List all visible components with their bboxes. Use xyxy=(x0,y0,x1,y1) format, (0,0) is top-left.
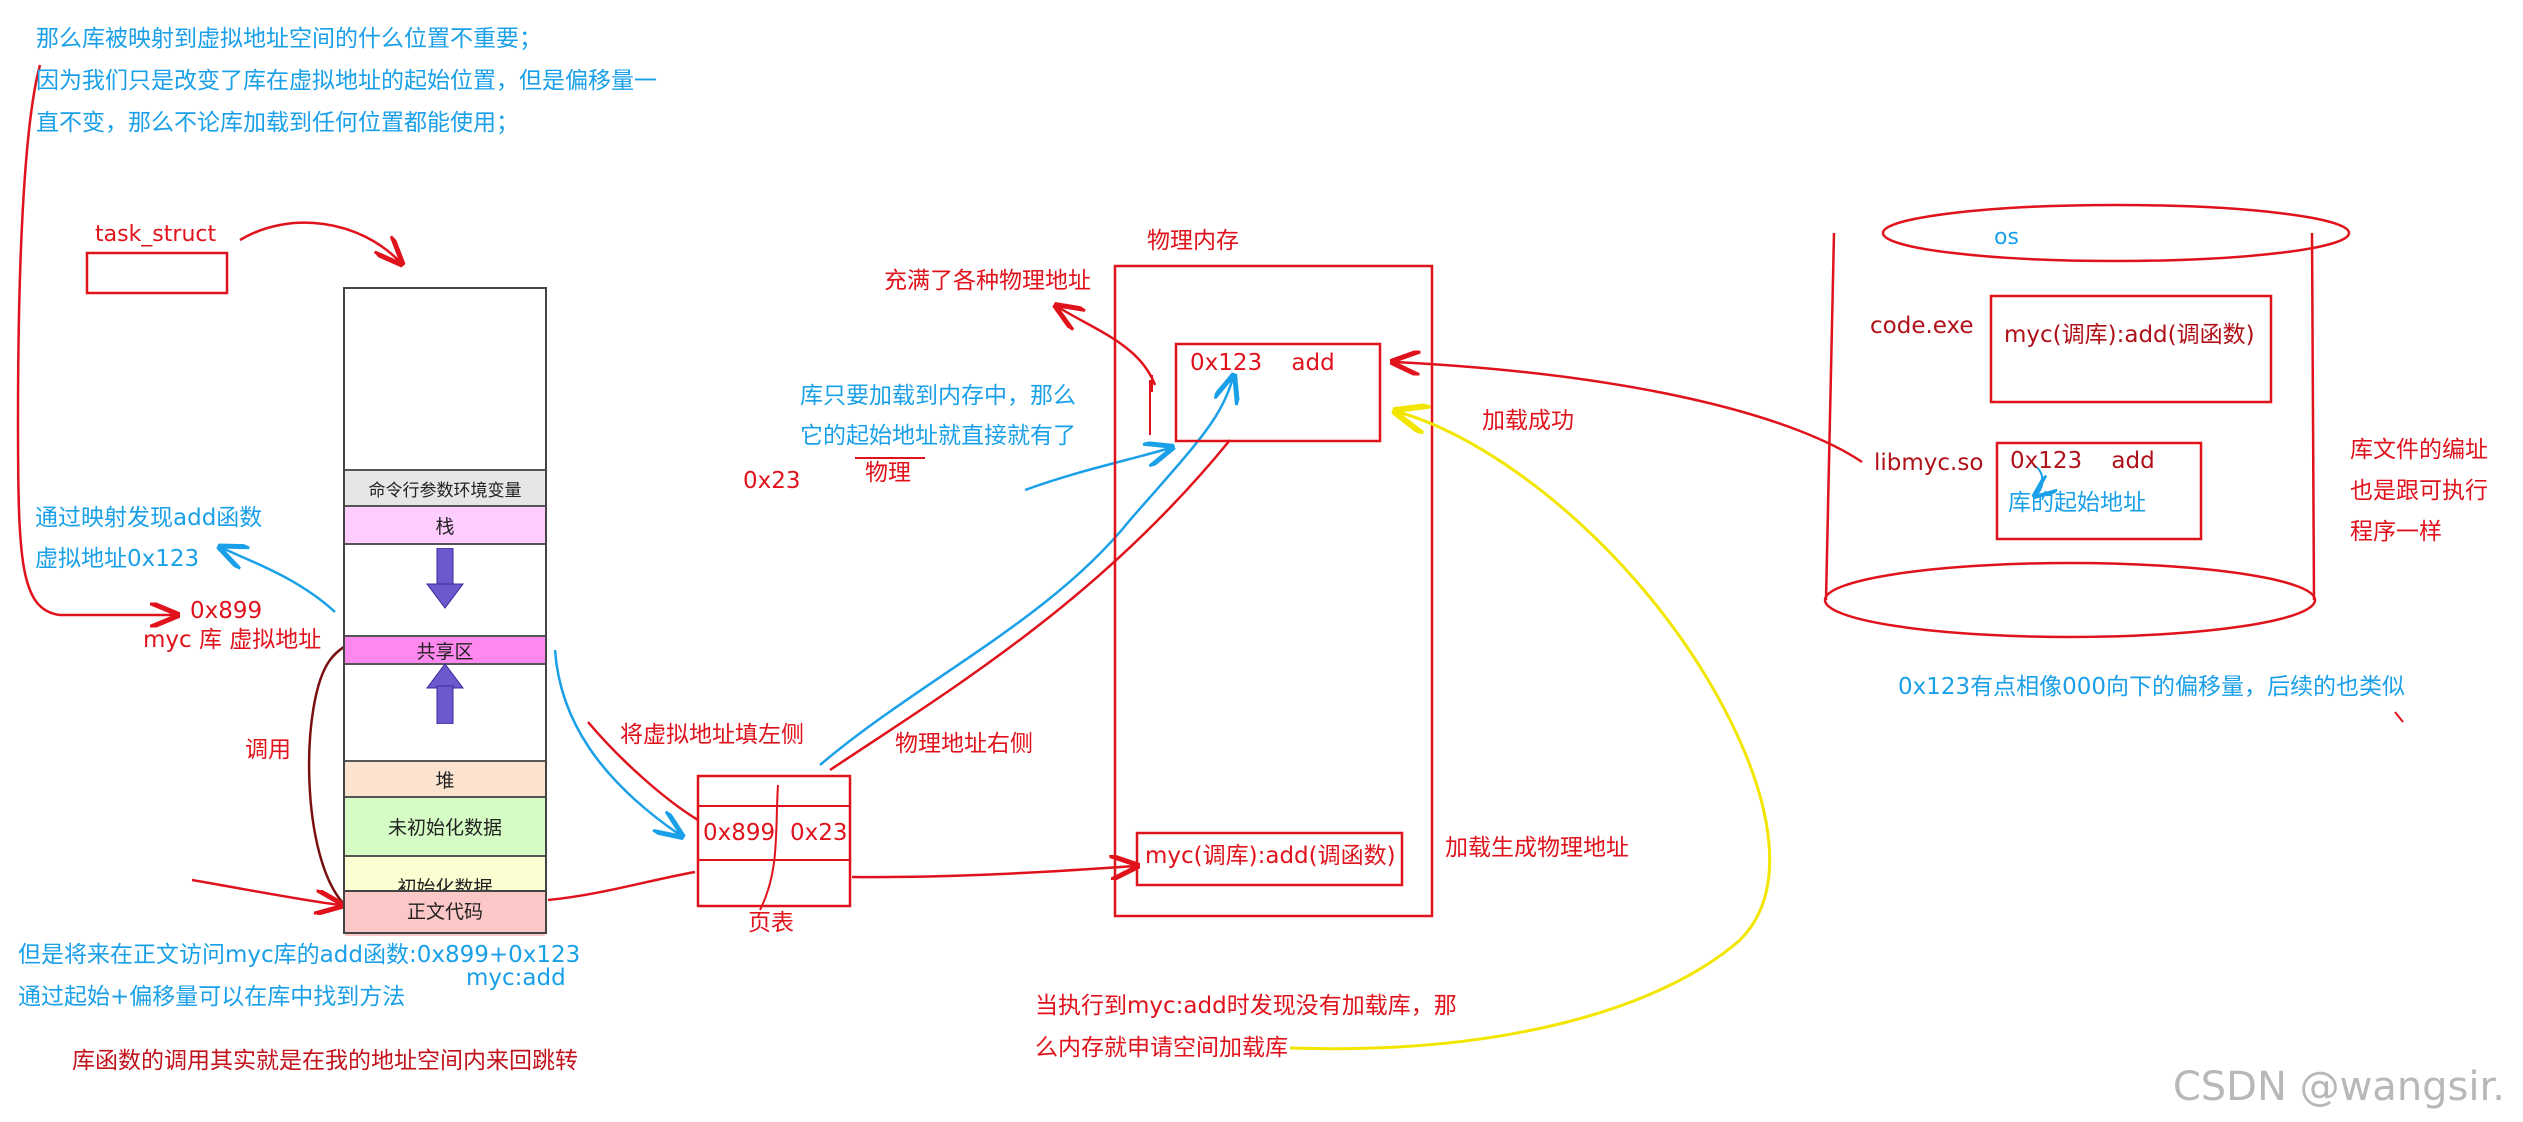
physical-memory-title: 物理内存 xyxy=(1147,228,1239,254)
shared-addr-label: myc 库 虚拟地址 xyxy=(143,627,322,653)
segment-bss: 未初始化数据 xyxy=(345,798,545,857)
left-bracket-arrow xyxy=(16,64,175,615)
exec-note-line-2: 么内存就申请空间加载库 xyxy=(1035,1035,1288,1061)
segment-gap-1 xyxy=(345,545,545,637)
pagetable-to-memory-blue xyxy=(819,378,1233,766)
lib-loaded-line-2: 它的起始地址就直接就有了 xyxy=(800,423,1076,449)
memory-func-box xyxy=(1135,831,1404,887)
pagetable-to-func-arrow xyxy=(851,866,1135,877)
physical-right-line xyxy=(829,439,1231,772)
task-struct-label: task_struct xyxy=(95,222,217,247)
segment-stack: 栈 xyxy=(345,507,545,545)
memory-func-box-text: myc(调库):add(调函数) xyxy=(1145,843,1396,869)
stack-up-arrow xyxy=(426,663,464,724)
text-segment-arrow xyxy=(191,878,340,905)
segment-empty xyxy=(345,289,545,471)
segment-shared: 共享区 xyxy=(345,637,545,665)
full-of-label: 充满了各种物理地址 xyxy=(884,268,1091,294)
bottom-note-line-1: 但是将来在正文访问myc库的add函数:0x899+0x123 xyxy=(18,942,581,968)
load-success-arrow xyxy=(1395,362,1863,464)
physical-word: 物理 xyxy=(865,460,911,486)
page-table-virtual: 0x899 xyxy=(703,820,776,846)
segment-text-label: 正文代码 xyxy=(343,890,547,934)
memory-block-text: 0x123 add xyxy=(1190,350,1335,376)
text-to-pagetable-line xyxy=(547,870,696,902)
left-addr-0x23: 0x23 xyxy=(743,468,801,494)
fill-right-label: 物理地址右侧 xyxy=(895,731,1033,757)
os-side-line-1: 库文件的编址 xyxy=(2350,437,2488,463)
os-lib-addr: 0x123 add xyxy=(2010,448,2155,474)
found-note-line-1: 通过映射发现add函数 xyxy=(35,505,263,531)
os-cylinder-top xyxy=(1881,203,2351,263)
os-code-exe: code.exe xyxy=(1870,313,1974,339)
task-struct-arrow xyxy=(239,221,400,262)
os-side-line-3: 程序一样 xyxy=(2350,519,2442,545)
top-note-line-3: 直不变，那么不论库加载到任何位置都能使用； xyxy=(36,110,519,136)
os-side-line-2: 也是跟可执行 xyxy=(2350,478,2488,504)
memory-lib-block xyxy=(1174,342,1382,443)
bottom-note-line-3: 库函数的调用其实就是在我的地址空间内来回跳转 xyxy=(72,1048,578,1074)
os-title: os xyxy=(1994,225,2019,250)
os-lib-start: 库的起始地址 xyxy=(2008,490,2146,516)
physical-memory-box xyxy=(1113,264,1434,918)
virtual-address-space: 命令行参数环境变量 栈 共享区 堆 未初始化数据 初始化数据 xyxy=(343,287,547,936)
fill-left-line xyxy=(587,721,699,822)
lib-loaded-arrow xyxy=(1024,448,1170,492)
full-of-arrow xyxy=(1058,307,1157,386)
segment-cmdline-env: 命令行参数环境变量 xyxy=(345,471,545,507)
page-table-label: 页表 xyxy=(748,910,794,936)
segment-gap-2 xyxy=(345,665,545,762)
task-struct-box xyxy=(85,251,229,295)
page-table-physical: 0x23 xyxy=(790,820,848,846)
lib-start-arrow xyxy=(2033,464,2042,495)
offset-note: 0x123有点相像000向下的偏移量，后续的也类似 xyxy=(1898,674,2406,700)
loader-yellow-curve xyxy=(1289,412,1772,1051)
top-note-line-2: 因为我们只是改变了库在虚拟地址的起始位置，但是偏移量一 xyxy=(36,68,657,94)
stack-down-arrow xyxy=(426,548,464,609)
lib-loaded-line-1: 库只要加载到内存中，那么 xyxy=(800,383,1076,409)
os-lib-box xyxy=(1995,441,2203,541)
os-code-box xyxy=(1989,294,2273,404)
shared-addr: 0x899 xyxy=(190,598,263,624)
fill-left-label: 将虚拟地址填左侧 xyxy=(620,722,804,748)
page-table-box xyxy=(696,774,852,908)
load-success-label: 加载成功 xyxy=(1482,408,1574,434)
os-cylinder-bottom xyxy=(1823,561,2317,639)
os-libmyc: libmyc.so xyxy=(1874,450,1984,476)
shared-to-pagetable-arrow xyxy=(553,649,680,835)
call-label: 调用 xyxy=(245,737,291,763)
myc-add-label: myc:add xyxy=(466,965,566,991)
exec-note-line-1: 当执行到myc:add时发现没有加载库，那 xyxy=(1035,993,1457,1019)
segment-heap: 堆 xyxy=(345,762,545,798)
watermark: CSDN @wangsir. xyxy=(2172,1064,2505,1110)
found-note-line-2: 虚拟地址0x123 xyxy=(35,546,200,572)
top-note-line-1: 那么库被映射到虚拟地址空间的什么位置不重要； xyxy=(36,26,542,52)
gen-phys-label: 加载生成物理地址 xyxy=(1445,835,1629,861)
bottom-note-line-2: 通过起始+偏移量可以在库中找到方法 xyxy=(18,984,406,1010)
found-note-arrow xyxy=(222,548,336,613)
os-code-box-text: myc(调库):add(调函数) xyxy=(2004,322,2255,348)
